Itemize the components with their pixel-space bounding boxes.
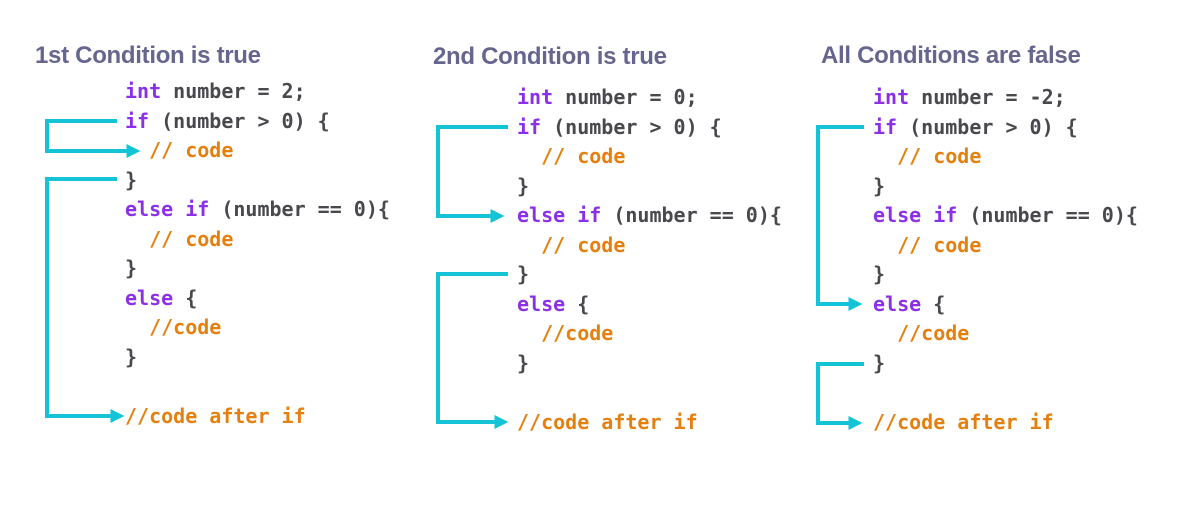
keyword-token: else if: [873, 203, 958, 227]
plain-token: (number > 0) {: [897, 114, 1078, 139]
plain-token: }: [517, 173, 530, 198]
code-line: }: [517, 349, 782, 379]
comment-token: // code: [873, 144, 982, 168]
arrow-panel1-if-to-ifbody: [45, 119, 141, 158]
code-line: // code: [125, 225, 390, 255]
code-line: // code: [873, 142, 1138, 172]
code-line: // code: [125, 136, 390, 166]
comment-token: //code: [873, 321, 970, 345]
code-line: }: [517, 260, 782, 290]
arrow-panel3-if-to-else: [816, 125, 864, 311]
code-line: [125, 372, 390, 402]
plain-token: (number == 0){: [601, 203, 782, 227]
plain-token: }: [517, 262, 530, 286]
arrow-panel3-elseblock-to-after: [816, 362, 864, 430]
code-line: else {: [125, 284, 390, 314]
arrow-panel1-ifblock-to-after: [45, 177, 125, 423]
comment-token: //code after if: [873, 409, 1054, 434]
code-line: //code: [517, 319, 782, 349]
panel3-title: All Conditions are false: [821, 42, 1081, 69]
keyword-token: else: [873, 291, 922, 316]
keyword-token: int: [873, 85, 910, 109]
comment-token: //code after if: [517, 409, 698, 434]
code-line: if (number > 0) {: [125, 107, 390, 137]
code-line: [873, 378, 1138, 408]
plain-token: (number == 0){: [209, 197, 390, 221]
panel1-code-block: int number = 2;if (number > 0) { // code…: [125, 77, 390, 431]
code-line: //code after if: [873, 408, 1138, 438]
plain-token: }: [873, 173, 886, 198]
code-line: else if (number == 0){: [873, 201, 1138, 231]
code-line: // code: [517, 142, 782, 172]
arrow-panel2-elseifblock-to-after: [436, 272, 509, 429]
keyword-token: else if: [125, 197, 210, 221]
plain-token: number = -2;: [909, 85, 1066, 109]
code-line: int number = -2;: [873, 83, 1138, 113]
code-line: //code: [873, 319, 1138, 349]
plain-token: number = 0;: [553, 85, 698, 109]
keyword-token: else if: [517, 203, 602, 227]
panel3-code-block: int number = -2;if (number > 0) { // cod…: [873, 83, 1138, 437]
panel2-code-block: int number = 0;if (number > 0) { // code…: [517, 83, 782, 437]
code-line: [517, 378, 782, 408]
keyword-token: int: [517, 85, 554, 109]
plain-token: number = 2;: [161, 79, 306, 103]
keyword-token: int: [125, 79, 162, 103]
code-line: int number = 2;: [125, 77, 390, 107]
code-line: //code after if: [517, 408, 782, 438]
plain-token: {: [173, 285, 198, 310]
plain-token: {: [921, 291, 946, 316]
code-line: else {: [517, 290, 782, 320]
code-line: if (number > 0) {: [517, 113, 782, 143]
comment-token: //code after if: [125, 403, 306, 428]
code-line: }: [873, 349, 1138, 379]
keyword-token: else: [517, 291, 566, 316]
panel1-title: 1st Condition is true: [35, 42, 261, 69]
code-line: }: [873, 260, 1138, 290]
plain-token: (number > 0) {: [149, 108, 330, 133]
code-line: }: [125, 254, 390, 284]
code-line: int number = 0;: [517, 83, 782, 113]
plain-token: }: [517, 350, 530, 375]
plain-token: }: [873, 262, 886, 286]
code-line: //code: [125, 313, 390, 343]
plain-token: }: [873, 350, 886, 375]
plain-token: }: [125, 167, 138, 192]
comment-token: // code: [125, 226, 234, 251]
code-line: }: [873, 172, 1138, 202]
plain-token: }: [125, 256, 138, 280]
plain-token: }: [125, 344, 138, 369]
arrow-panel2-if-to-elseif: [436, 125, 508, 223]
keyword-token: if: [517, 114, 542, 139]
code-line: else if (number == 0){: [125, 195, 390, 225]
panel2-title: 2nd Condition is true: [433, 43, 667, 70]
code-line: if (number > 0) {: [873, 113, 1138, 143]
code-line: // code: [517, 231, 782, 261]
code-line: //code after if: [125, 402, 390, 432]
comment-token: //code: [517, 321, 614, 345]
plain-token: (number > 0) {: [541, 114, 722, 139]
plain-token: {: [565, 291, 590, 316]
code-line: }: [125, 343, 390, 373]
code-line: }: [517, 172, 782, 202]
code-line: }: [125, 166, 390, 196]
keyword-token: if: [873, 114, 898, 139]
keyword-token: if: [125, 108, 150, 133]
comment-token: //code: [125, 315, 222, 339]
comment-token: // code: [517, 232, 626, 257]
code-line: else {: [873, 290, 1138, 320]
comment-token: // code: [873, 232, 982, 257]
code-line: // code: [873, 231, 1138, 261]
keyword-token: else: [125, 285, 174, 310]
comment-token: // code: [517, 144, 626, 168]
plain-token: (number == 0){: [957, 203, 1138, 227]
comment-token: // code: [125, 138, 234, 162]
code-line: else if (number == 0){: [517, 201, 782, 231]
